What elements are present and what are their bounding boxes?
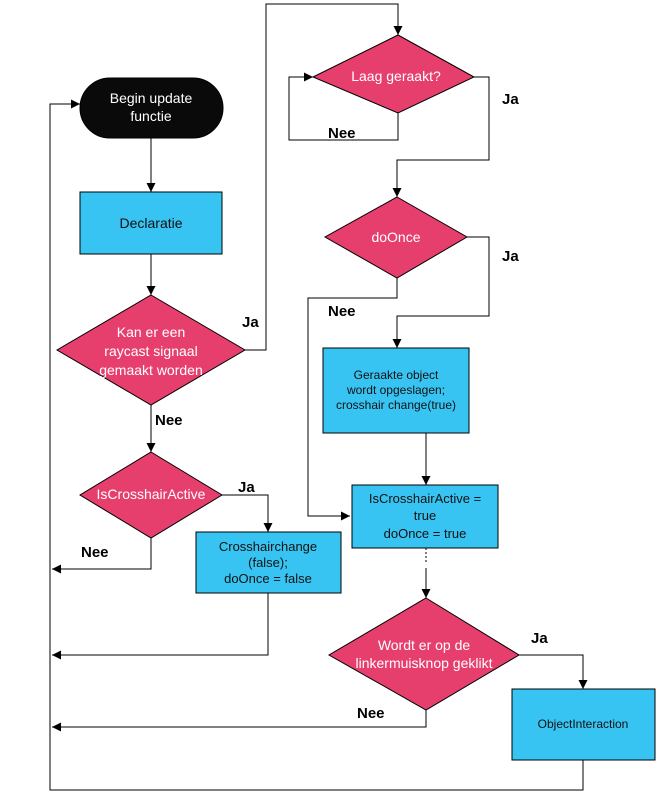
start-label-1: Begin update bbox=[110, 90, 193, 106]
edge-crosshair-ja-to-change bbox=[222, 494, 273, 532]
node-crosshairchange: Crosshairchange (false); doOnce = false bbox=[195, 531, 342, 594]
edge-crosshair-nee-to-loop bbox=[52, 538, 152, 574]
edge-label-crosshair-nee: Nee bbox=[81, 544, 109, 561]
edge-label-raycast-nee: Nee bbox=[155, 412, 183, 429]
process-shape bbox=[79, 191, 223, 255]
edge-laag-nee-loop bbox=[288, 72, 399, 141]
edge-muisknop-nee-to-loop bbox=[52, 710, 427, 732]
muisknop-label-1: Wordt er op de bbox=[378, 637, 471, 653]
edge-label-doonce-ja: Ja bbox=[502, 248, 519, 265]
node-geraakte-object: Geraakte object wordt opgeslagen; crossh… bbox=[322, 347, 470, 434]
edge-doonce-nee-to-setactive bbox=[307, 278, 398, 521]
decision-shape bbox=[327, 597, 520, 711]
node-crosshair-decision: IsCrosshairActive bbox=[79, 451, 223, 539]
node-raycast-decision: Kan er een raycast signaal gemaakt worde… bbox=[56, 294, 246, 406]
connectors bbox=[49, 3, 588, 791]
crosshair-active-label: IsCrosshairActive bbox=[97, 486, 206, 502]
node-declaratie: Declaratie bbox=[79, 191, 223, 255]
node-doonce-decision: doOnce bbox=[323, 196, 468, 279]
raycast-label-3: gemaakt worden bbox=[99, 362, 203, 378]
node-set-active: IsCrosshairActive = true doOnce = true bbox=[351, 484, 499, 549]
decision-shape bbox=[79, 451, 223, 539]
edge-interaction-to-start bbox=[49, 99, 584, 791]
edge-raycast-ja-to-laag bbox=[245, 3, 403, 351]
set-active-label-1: IsCrosshairActive = bbox=[369, 491, 481, 506]
node-start: Begin update functie bbox=[79, 77, 224, 139]
edge-label-crosshair-ja: Ja bbox=[238, 479, 255, 496]
edge-label-doonce-nee: Nee bbox=[328, 303, 356, 320]
node-muisknop-decision: Wordt er op de linkermuisknop geklikt bbox=[327, 597, 520, 711]
decision-shape bbox=[56, 294, 246, 406]
object-interaction-label: ObjectInteraction bbox=[538, 717, 629, 731]
edge-label-raycast-ja: Ja bbox=[242, 314, 259, 331]
laag-label: Laag geraakt? bbox=[351, 68, 441, 84]
change-label-3: doOnce = false bbox=[224, 571, 312, 586]
edge-labels: Ja Nee Ja Nee Ja Nee Ja Nee Ja Nee bbox=[81, 91, 548, 722]
set-active-label-3: doOnce = true bbox=[384, 526, 467, 541]
edge-label-muisknop-nee: Nee bbox=[357, 705, 385, 722]
edge-label-laag-ja: Ja bbox=[502, 91, 519, 108]
set-active-label-2: true bbox=[414, 508, 436, 523]
process-shape bbox=[195, 531, 342, 594]
raycast-label-2: raycast signaal bbox=[104, 343, 197, 359]
start-label-2: functie bbox=[130, 108, 171, 124]
process-shape bbox=[351, 484, 499, 549]
terminal-shape bbox=[79, 77, 224, 139]
change-label-1: Crosshairchange bbox=[219, 539, 317, 554]
edge-label-muisknop-ja: Ja bbox=[531, 630, 548, 647]
raycast-label-1: Kan er een bbox=[117, 324, 186, 340]
edge-doonce-ja-to-geraakt bbox=[392, 236, 490, 348]
node-laag-decision: Laag geraakt? bbox=[311, 34, 476, 114]
process-shape bbox=[511, 688, 656, 761]
node-object-interaction: ObjectInteraction bbox=[511, 688, 656, 761]
edge-muisknop-ja-to-interaction bbox=[519, 654, 588, 689]
edge-laag-ja-to-doonce bbox=[392, 76, 490, 197]
geraakt-label-2: wordt opgeslagen; bbox=[346, 383, 445, 397]
geraakt-label-3: crosshair change(true) bbox=[336, 398, 456, 412]
declaratie-label: Declaratie bbox=[119, 215, 182, 231]
edge-label-laag-nee: Nee bbox=[328, 125, 356, 142]
doonce-label: doOnce bbox=[371, 229, 420, 245]
muisknop-label-2: linkermuisknop geklikt bbox=[356, 655, 493, 671]
process-shape bbox=[322, 347, 470, 434]
decision-shape bbox=[311, 34, 476, 114]
decision-shape bbox=[323, 196, 468, 279]
edge-change-to-loop bbox=[52, 593, 269, 660]
change-label-2: (false); bbox=[248, 555, 288, 570]
geraakt-label-1: Geraakte object bbox=[354, 368, 439, 382]
